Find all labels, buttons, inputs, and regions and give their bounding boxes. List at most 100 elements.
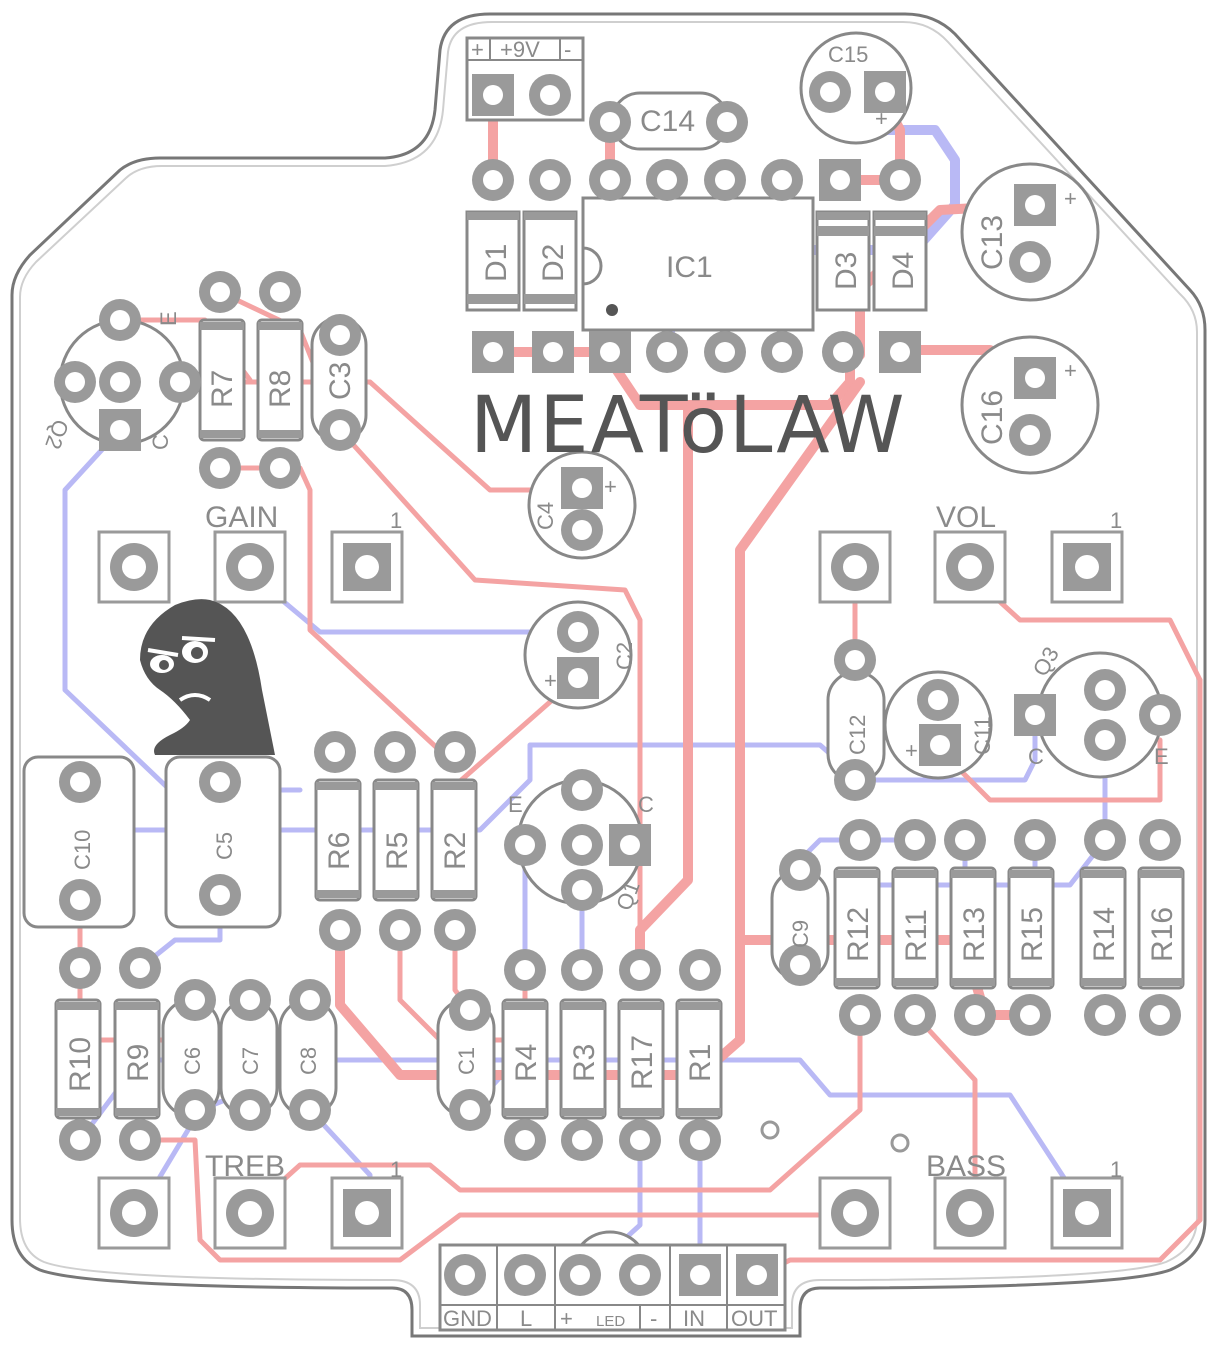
pad-hole (130, 1130, 150, 1150)
q2-c-label: C (148, 434, 173, 450)
vol-label: VOL (936, 501, 996, 534)
pad-hole (170, 372, 190, 392)
r17-label: R17 (626, 1035, 659, 1090)
electrolytic-capacitors (523, 31, 1100, 1310)
io-led-label: LED (596, 1313, 625, 1330)
c13 (960, 162, 1100, 302)
r5-label: R5 (381, 832, 414, 870)
d1-label: D1 (480, 244, 513, 282)
power-9v-label: +9V (500, 37, 540, 62)
r10 (54, 998, 102, 1120)
r5 (372, 778, 420, 902)
pad-hole (928, 690, 948, 710)
pad-hole (355, 555, 379, 579)
pad-hole (70, 1130, 90, 1150)
io-plus-label: + (560, 1306, 573, 1331)
c16-plus: + (1064, 358, 1077, 383)
pad-hole (845, 770, 865, 790)
pad-hole (240, 990, 260, 1010)
c11-plus: + (905, 738, 918, 763)
bass-label: BASS (926, 1150, 1006, 1183)
c2-label: C2 (612, 642, 637, 670)
r3 (559, 998, 607, 1120)
c2-plus: + (544, 668, 557, 693)
r12-label: R12 (842, 907, 875, 962)
pad-hole (1150, 830, 1170, 850)
pad-hole (1020, 1005, 1040, 1025)
round-pads (54, 71, 1181, 1296)
pad-hole (1025, 368, 1045, 388)
pad-hole (630, 1130, 650, 1150)
d1 (465, 210, 521, 312)
pad-hole (210, 458, 230, 478)
pad-hole (1095, 680, 1115, 700)
r11 (891, 866, 939, 990)
pot-pads (97, 530, 1124, 1250)
pad-hole (958, 555, 982, 579)
pad-hole (515, 835, 535, 855)
r8-label: R8 (264, 370, 297, 408)
r7-label: R7 (206, 370, 239, 408)
c15-label: C15 (828, 42, 868, 67)
pad-hole (772, 170, 792, 190)
pad-hole (850, 830, 870, 850)
c2 (523, 600, 633, 710)
pad-hole (110, 310, 130, 330)
pad-hole (572, 780, 592, 800)
r14 (1079, 866, 1127, 990)
pad-hole (300, 990, 320, 1010)
pad-hole (210, 772, 230, 792)
r4 (501, 998, 549, 1120)
r8 (256, 318, 304, 442)
pad-hole (1020, 252, 1040, 272)
pad-hole (300, 1100, 320, 1120)
r16-label: R16 (1146, 907, 1179, 962)
board-outline (10, 12, 1207, 1338)
pad-hole (1020, 425, 1040, 445)
pad-hole (483, 85, 503, 105)
pad-hole (630, 960, 650, 980)
pad-hole (690, 1130, 710, 1150)
pad-hole (210, 885, 230, 905)
r15-label: R15 (1016, 907, 1049, 962)
c1-label: C1 (454, 1047, 479, 1075)
pad-hole (572, 1130, 592, 1150)
pad-hole (657, 170, 677, 190)
mascot-logo (140, 599, 275, 755)
c7-label: C7 (238, 1047, 263, 1075)
pad-hole (1025, 830, 1045, 850)
pad-hole (747, 1265, 767, 1285)
c8-label: C8 (296, 1047, 321, 1075)
ic1-pin1-dot (606, 304, 618, 316)
r13-label: R13 (958, 907, 991, 962)
ic1 (581, 196, 815, 332)
r9 (113, 998, 161, 1120)
via (890, 1133, 910, 1153)
pad-hole (460, 1000, 480, 1020)
pad-hole (460, 1100, 480, 1120)
c4-label: C4 (533, 502, 558, 530)
pad-hole (715, 170, 735, 190)
power-minus-label: - (564, 37, 571, 62)
c6-label: C6 (180, 1047, 205, 1075)
io-out-label: OUT (731, 1306, 777, 1331)
pad-hole (110, 420, 130, 440)
gain-pin1-label: 1 (390, 508, 402, 533)
c9-label: C9 (788, 920, 813, 948)
vol-pin1-label: 1 (1110, 508, 1122, 533)
d2-label: D2 (537, 244, 570, 282)
pad-hole (930, 735, 950, 755)
d2 (522, 210, 578, 312)
r17 (617, 998, 665, 1120)
c15-plus: + (875, 106, 888, 131)
pad-hole (185, 990, 205, 1010)
pad-hole (515, 1130, 535, 1150)
d3 (815, 210, 871, 312)
q1-c-label: C (638, 792, 654, 817)
pad-hole (390, 920, 410, 940)
pad-hole (958, 1201, 982, 1225)
pad-hole (790, 860, 810, 880)
pad-hole (122, 555, 146, 579)
resistors (54, 318, 1185, 1120)
pad-hole (568, 668, 588, 688)
